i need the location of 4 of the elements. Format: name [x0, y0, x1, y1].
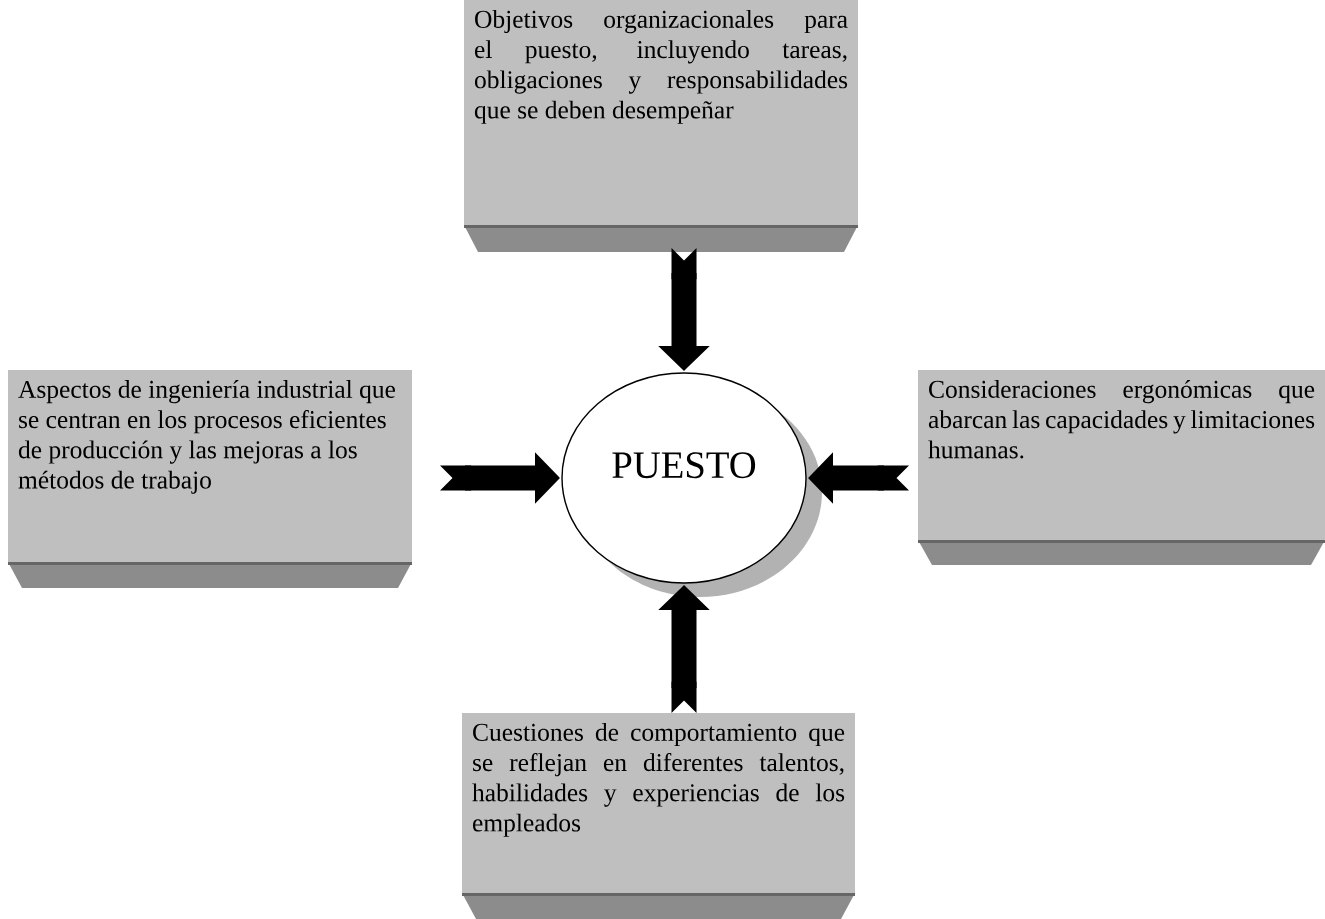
text-box: Aspectos de ingeniería industrial que se centran en los procesos eficientes de producción y las mejoras a los métodos de trabajo — [8, 370, 412, 588]
text-box: Cuestiones de comportamiento que se reflejan en diferentes talentos, habilidades y experiencias de los empleados — [462, 713, 855, 919]
text-box: Objetivos organizacionales para el puesto, incluyendo tareas, obligaciones y responsabilidades que se deben desempeñar — [464, 0, 858, 252]
text-box: Consideraciones ergonómicas que abarcan las capacidades y limitaciones humanas. — [918, 370, 1325, 565]
